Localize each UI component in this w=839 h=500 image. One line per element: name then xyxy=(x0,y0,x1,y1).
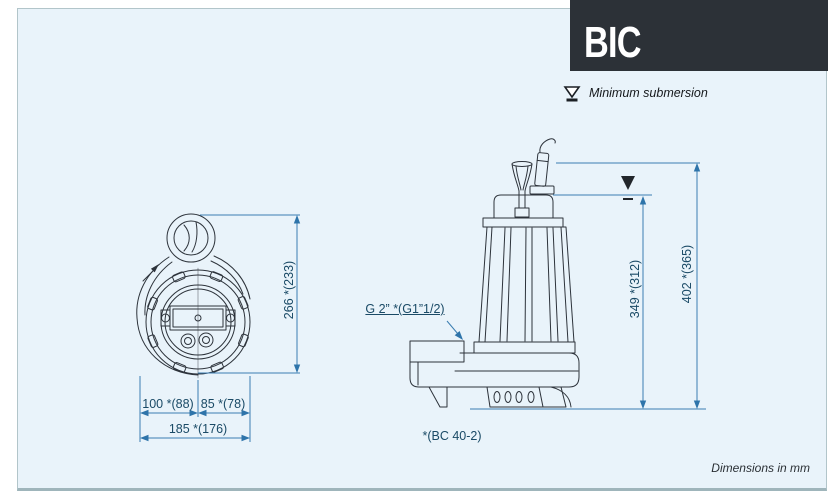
discharge-leader-arrow xyxy=(446,320,463,340)
side-view-dimension-lines xyxy=(470,162,706,410)
front-width-total-dimension: 185 *(176) xyxy=(168,422,228,436)
side-height-dimension: 402 *(365) xyxy=(680,244,694,304)
pump-side-view xyxy=(409,138,580,408)
minimum-submersion-label: Minimum submersion xyxy=(589,86,708,100)
variant-note: *(BC 40-2) xyxy=(422,429,482,443)
front-height-dimension: 266 *(233) xyxy=(282,260,296,320)
diagram-panel xyxy=(17,8,827,491)
front-width-right-dimension: 85 *(78) xyxy=(200,397,246,411)
side-submersion-dimension: 349 *(312) xyxy=(628,259,642,319)
water-level-icon xyxy=(563,86,581,102)
front-width-left-dimension: 100 *(88) xyxy=(142,397,194,411)
units-note: Dimensions in mm xyxy=(711,461,810,475)
discharge-connection-label: G 2” *(G1”1/2) xyxy=(365,302,445,316)
minimum-submersion-legend: Minimum submersion xyxy=(562,84,708,102)
model-name: BIC xyxy=(584,18,642,67)
water-level-icon xyxy=(621,176,635,200)
pump-front-view xyxy=(136,213,251,379)
front-view-dimension-lines xyxy=(139,214,301,442)
model-title-box: BIC xyxy=(570,0,828,71)
